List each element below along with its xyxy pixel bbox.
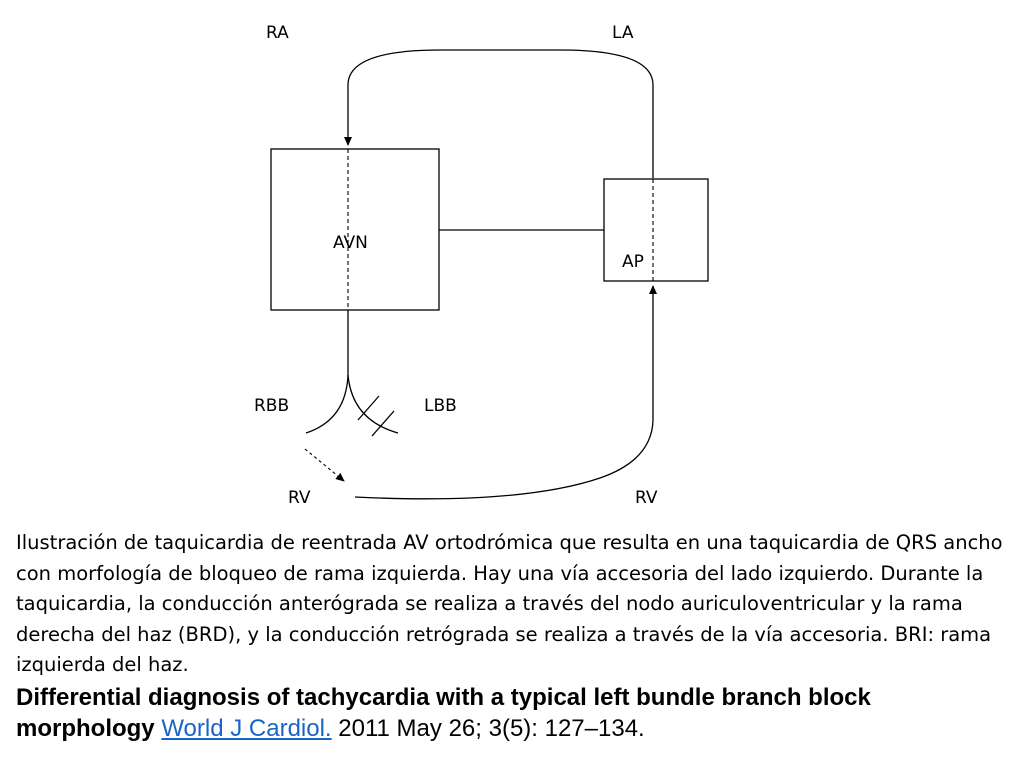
rbb-to-rv-dashed-arrow <box>304 448 345 482</box>
reentry-diagram: RA LA AVN AP RBB LBB RV RV <box>254 23 709 508</box>
label-rv-right: RV <box>635 488 658 508</box>
avn-box <box>270 148 440 311</box>
atrial-conduction-loop <box>344 49 654 178</box>
reference-block: Differential diagnosis of tachycardia wi… <box>16 682 1016 744</box>
journal-link[interactable]: World J Cardiol. <box>161 715 332 742</box>
label-rbb: RBB <box>254 396 289 416</box>
figure-caption: Ilustración de taquicardia de reentrada … <box>16 531 1003 676</box>
ventricular-conduction-path <box>354 285 657 500</box>
reference-title: Differential diagnosis of tachycardia wi… <box>16 684 871 742</box>
ap-box <box>603 178 709 282</box>
lbb-block-mark-1 <box>357 395 380 421</box>
label-rv-left: RV <box>288 488 311 508</box>
right-bundle-branch <box>305 374 349 434</box>
label-lbb: LBB <box>424 396 457 416</box>
left-bundle-branch <box>347 374 399 434</box>
label-avn: AVN <box>333 233 368 253</box>
lbb-block-mark-2 <box>371 410 395 437</box>
label-ra: RA <box>266 23 289 43</box>
label-ap: AP <box>622 252 644 272</box>
reference-citation: 2011 May 26; 3(5): 127–134. <box>338 715 645 742</box>
label-la: LA <box>612 23 634 43</box>
